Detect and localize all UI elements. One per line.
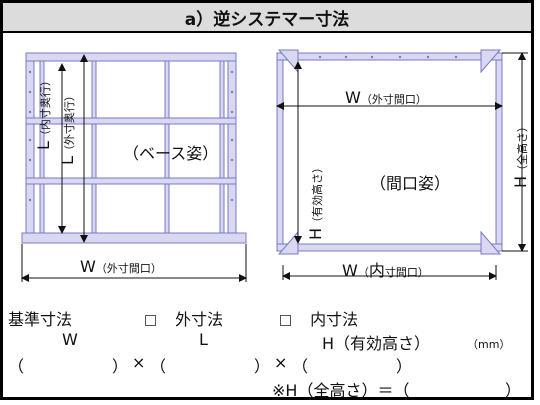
col-w-header: W <box>62 330 78 349</box>
total-height-label: ※H（全高さ）＝（ <box>272 381 410 400</box>
front-w-inner-label: W（内寸間口） <box>342 261 429 280</box>
l-open-paren: （ <box>150 357 167 376</box>
base-l-outer-label: L（外寸奥行） <box>58 90 77 165</box>
times-sign-1: × <box>132 353 146 372</box>
l-close-paren: ） <box>254 357 271 376</box>
base-l-dimensions <box>58 54 88 243</box>
outer-frame: a）逆システマー寸法 <box>0 0 534 400</box>
inner-dimension-checkbox[interactable] <box>280 315 291 326</box>
unit-label: （mm） <box>467 338 511 351</box>
times-sign-2: × <box>274 353 288 372</box>
front-view-frame <box>276 49 503 255</box>
col-h-header: H（有効高さ） <box>322 334 431 353</box>
base-view-dots <box>28 70 234 202</box>
front-view-caption: （間口姿） <box>370 174 451 193</box>
base-view-rack <box>21 52 247 244</box>
page-title: a）逆システマー寸法 <box>3 3 531 33</box>
outer-dimension-option[interactable]: 外寸法 <box>145 306 223 330</box>
front-w-outer-label: W（外寸間口） <box>345 88 427 107</box>
h-open-paren: （ <box>292 357 309 376</box>
front-h-effective-label: H（有効高さ） <box>306 161 325 240</box>
front-view-top-dots <box>318 55 458 59</box>
base-view-caption: （ベース姿） <box>123 144 219 163</box>
col-l-header: L <box>199 330 208 349</box>
base-w-label: W（外寸間口） <box>80 257 162 276</box>
standard-dimension-label: 基準寸法 <box>8 310 73 329</box>
h-close-paren: ） <box>396 357 413 376</box>
base-l-inner-label: L（内寸奥行） <box>34 75 53 150</box>
inner-dimension-option[interactable]: 内寸法 <box>280 306 358 330</box>
outer-dimension-checkbox[interactable] <box>145 315 156 326</box>
front-h-total-label: H（全高さ） <box>511 120 530 188</box>
base-w-dimension <box>21 244 247 282</box>
front-dimensions <box>276 52 528 280</box>
total-height-close: ） <box>505 381 522 400</box>
w-open-paren: （ <box>8 357 25 376</box>
w-close-paren: ） <box>112 357 129 376</box>
